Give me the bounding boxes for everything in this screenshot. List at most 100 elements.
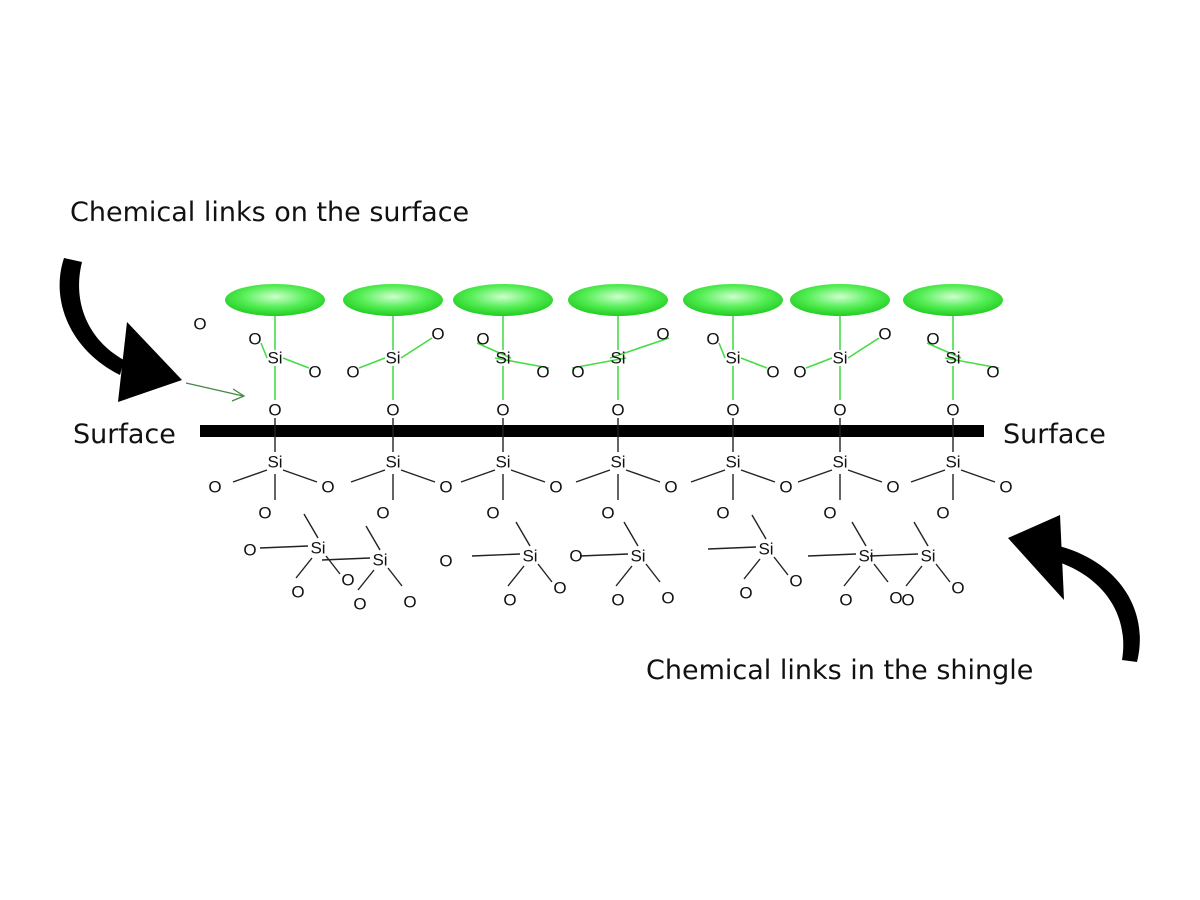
silicon-atom: Si (267, 453, 282, 472)
oxygen-atom: O (431, 325, 444, 344)
silicon-atom: Si (522, 547, 537, 566)
bond-line (357, 569, 375, 591)
curved-arrow-up-left-icon (1008, 515, 1140, 662)
oxygen-atom: O (243, 541, 256, 560)
oxygen-atom: O (779, 478, 792, 497)
oxygen-atom: O (706, 330, 719, 349)
curved-arrow-down-right-icon (59, 258, 182, 402)
oxygen-atom: O (789, 572, 802, 591)
silicon-atom: Si (832, 349, 847, 368)
oxygen-atom: O (353, 595, 366, 614)
bond-line (476, 342, 512, 359)
oxygen-atom: O (439, 552, 452, 571)
silicon-atom: Si (858, 547, 873, 566)
bond-line (358, 357, 386, 369)
bond-line (295, 557, 313, 579)
oxygen-atom: O (901, 591, 914, 610)
silicon-atom: Si (725, 453, 740, 472)
shingle-links-caption: Chemical links in the shingle (646, 655, 1033, 686)
bond-line (575, 469, 611, 483)
oxygen-atom: O (739, 584, 752, 603)
oxygen-atom: O (793, 363, 806, 382)
oxygen-atom: O (248, 330, 261, 349)
silicon-atom: Si (385, 453, 400, 472)
oxygen-atom: O (341, 571, 354, 590)
silicon-atom: Si (945, 453, 960, 472)
bond-line (944, 357, 1000, 369)
oxygen-atom: O (476, 330, 489, 349)
bond-line (740, 469, 776, 483)
bond-line (807, 553, 857, 557)
oxygen-atom: O (376, 504, 389, 523)
oxygen-atom: O (569, 547, 582, 566)
oxygen-atom: O (926, 330, 939, 349)
oxygen-atom: O (486, 504, 499, 523)
silicon-atom: Si (610, 453, 625, 472)
surface-label-right: Surface (1003, 419, 1106, 450)
silicon-atom: Si (630, 547, 645, 566)
surface-line (200, 425, 984, 437)
oxygen-atom: O (536, 363, 549, 382)
coating-molecule (453, 284, 553, 316)
bond-line (645, 563, 661, 583)
silicon-atom: Si (832, 453, 847, 472)
bond-line (507, 565, 525, 587)
bond-line (400, 469, 436, 483)
oxygen-atom: O (833, 401, 846, 420)
oxygen-atom: O (308, 363, 321, 382)
bond-line (960, 469, 996, 483)
bond-line (400, 337, 433, 359)
silicon-atom: Si (372, 551, 387, 570)
bond-line (743, 558, 761, 580)
silicon-atom: Si (310, 539, 325, 558)
silicon-atom: Si (920, 547, 935, 566)
oxygen-atom: O (946, 401, 959, 420)
bond-line (873, 563, 889, 583)
silicon-atom: Si (758, 540, 773, 559)
silicon-atom: Si (945, 349, 960, 368)
bond-line (913, 521, 929, 547)
bond-line (625, 469, 661, 483)
bond-line (471, 553, 521, 557)
bond-line (232, 469, 268, 483)
bond-line (773, 556, 789, 576)
bond-line (510, 469, 546, 483)
bond-line (350, 469, 386, 483)
bond-line (690, 469, 726, 483)
bond-line (282, 357, 310, 369)
bond-line (609, 337, 670, 359)
bond-line (905, 565, 923, 587)
bond-line (623, 521, 639, 547)
bond-line (843, 565, 861, 587)
oxygen-atom: O (951, 579, 964, 598)
coating-molecule (790, 284, 890, 316)
oxygen-atom: O (258, 504, 271, 523)
bond-line (751, 514, 767, 540)
oxygen-atom: O (839, 591, 852, 610)
bond-line (707, 546, 757, 550)
oxygen-atom: O (549, 478, 562, 497)
bond-line (460, 469, 496, 483)
silicon-atom: Si (267, 349, 282, 368)
bond-line (805, 357, 833, 369)
bond-line (615, 565, 633, 587)
bond-line (797, 469, 833, 483)
bond-line (515, 521, 531, 547)
oxygen-atom: O (503, 591, 516, 610)
bond-line (259, 545, 309, 549)
bond-line (303, 513, 319, 539)
bond-line (740, 357, 768, 369)
bond-line (494, 357, 550, 369)
bond-line (935, 563, 951, 583)
oxygen-atom: O (766, 363, 779, 382)
silicon-atom: Si (725, 349, 740, 368)
oxygen-atom: O (999, 478, 1012, 497)
oxygen-atom: O (611, 401, 624, 420)
oxygen-atom: O (664, 478, 677, 497)
bond-line (537, 563, 553, 583)
oxygen-atom: O (661, 589, 674, 608)
surface-links-caption: Chemical links on the surface (70, 197, 469, 228)
bond-line (387, 567, 403, 587)
oxygen-atom: O (601, 504, 614, 523)
bond-line (321, 557, 371, 561)
